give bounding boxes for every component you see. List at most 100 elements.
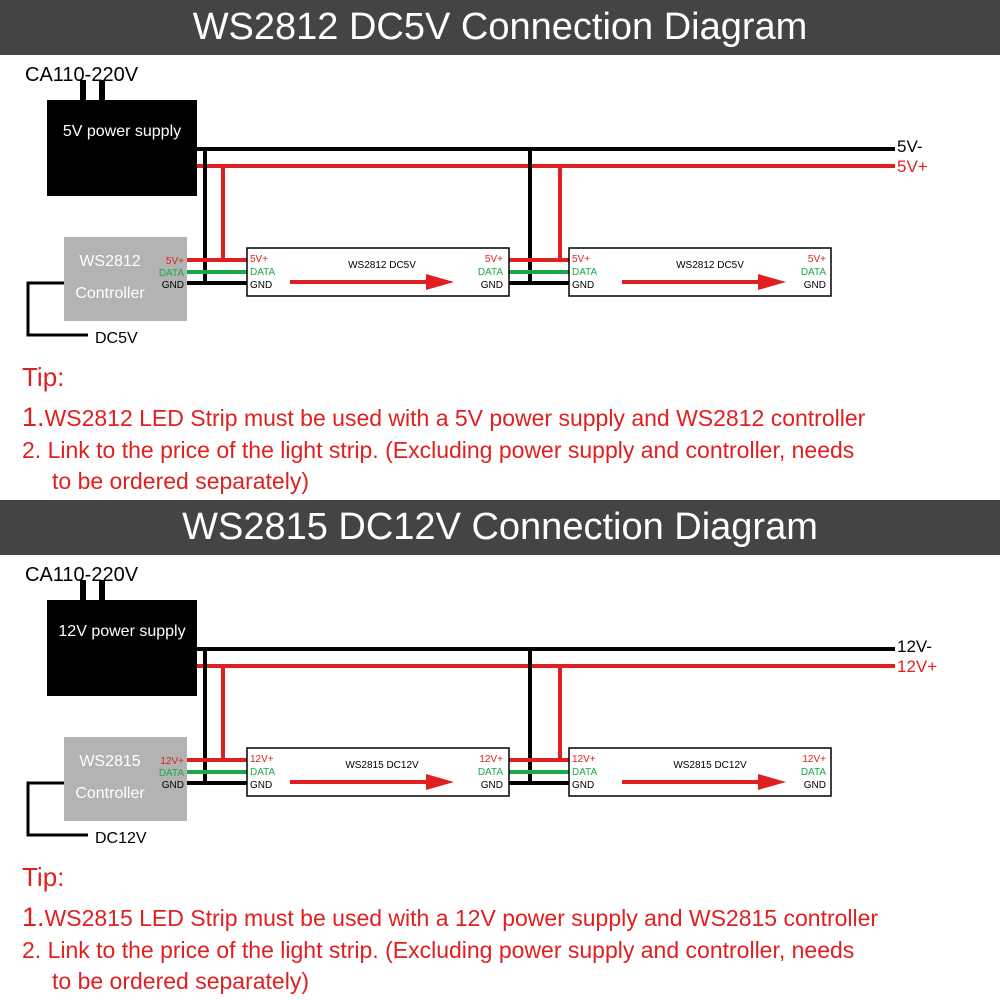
strip-2-out-positive: 5V+	[808, 254, 826, 265]
controller-subtitle: Controller	[75, 285, 145, 302]
ws2815-section: WS2815 DC12V Connection Diagram CA110-22…	[0, 500, 1000, 1000]
wire-data-to-strip-2	[509, 270, 569, 274]
wire-positive-to-strip-2	[509, 258, 569, 262]
rail-negative-wire	[197, 647, 895, 651]
tip-item-1-text: WS2812 LED Strip must be used with a 5V …	[44, 405, 866, 431]
strip-2-out-data: DATA	[801, 767, 827, 778]
wire-data-to-strip-1	[187, 270, 247, 274]
strip-1-in-data: DATA	[250, 267, 276, 278]
ac-plug-prong-right	[99, 580, 105, 602]
controller-pin-ground: GND	[162, 280, 184, 291]
controller-box	[64, 737, 187, 821]
rail-positive-label: 5V+	[897, 157, 928, 176]
strip-2-in-ground: GND	[572, 780, 594, 791]
ac-input-label: CA110-220V	[25, 64, 139, 86]
wire-data-to-strip-1	[187, 770, 247, 774]
strip-1-out-positive: 5V+	[485, 254, 503, 265]
strip-2-in-data: DATA	[572, 267, 598, 278]
tip-item-1-number: 1.	[22, 902, 45, 932]
strip-2-out-data: DATA	[801, 267, 827, 278]
controller-power-label: DC5V	[95, 330, 138, 347]
ac-plug-prong-left	[80, 580, 86, 602]
strip-1-out-data: DATA	[478, 267, 504, 278]
controller-pin-positive: 5V+	[166, 256, 184, 267]
controller-name: WS2812	[79, 253, 140, 270]
drop-positive-wire	[221, 664, 225, 760]
tip-item-1-text: WS2815 LED Strip must be used with a 12V…	[44, 905, 879, 931]
rail-positive-wire	[197, 164, 895, 168]
strip-2-in-ground: GND	[572, 280, 594, 291]
strip-1-out-positive: 12V+	[479, 754, 503, 765]
strip-2-in-data: DATA	[572, 767, 598, 778]
strip-2-arrow-head	[758, 774, 786, 790]
tip-item-2-continuation: to be ordered separately)	[52, 968, 309, 994]
led-strip-1	[246, 747, 510, 797]
strip-1-label: WS2815 DC12V	[345, 760, 419, 771]
tip-title: Tip:	[22, 362, 65, 392]
strip-1-arrow-shaft	[290, 780, 428, 784]
strip-2-in-positive: 5V+	[572, 254, 590, 265]
wire-ground-to-strip-1	[187, 781, 247, 785]
led-strip-2	[568, 747, 832, 797]
wire-positive-to-strip-1	[187, 758, 247, 762]
drop-negative-wire-2	[528, 147, 532, 283]
rail-negative-wire	[197, 147, 895, 151]
controller-pin-positive: 12V+	[160, 756, 184, 767]
controller-subtitle: Controller	[75, 785, 145, 802]
power-supply-label: 12V power supply	[58, 623, 185, 640]
led-strip-2	[568, 247, 832, 297]
tip-item-1: 1.WS2815 LED Strip must be used with a 1…	[22, 902, 997, 934]
strip-1-arrow-head	[426, 274, 454, 290]
wire-positive-to-strip-1	[187, 258, 247, 262]
rail-positive-label: 12V+	[897, 657, 937, 676]
tip-item-2: 2. Link to the price of the light strip.…	[22, 437, 855, 463]
drop-negative-wire	[203, 647, 207, 783]
strip-1-in-data: DATA	[250, 767, 276, 778]
drop-positive-wire	[221, 164, 225, 260]
wire-ground-to-strip-2	[509, 281, 569, 285]
tip-item-2-continuation: to be ordered separately)	[52, 468, 309, 494]
strip-2-label: WS2815 DC12V	[673, 760, 747, 771]
controller-pin-data: DATA	[159, 768, 185, 779]
controller-power-wire	[26, 781, 88, 837]
strip-1-in-positive: 12V+	[250, 754, 274, 765]
drop-negative-wire-2	[528, 647, 532, 783]
ac-plug-prong-right	[99, 80, 105, 102]
strip-2-out-ground: GND	[804, 280, 826, 291]
wire-positive-to-strip-2	[509, 758, 569, 762]
drop-positive-wire-2	[558, 164, 562, 260]
strip-2-arrow-shaft	[622, 780, 760, 784]
controller-box	[64, 237, 187, 321]
controller-power-wire	[26, 281, 88, 337]
tip-title: Tip:	[22, 862, 65, 892]
ac-plug-prong-left	[80, 80, 86, 102]
drop-positive-wire-2	[558, 664, 562, 760]
power-supply-box	[47, 600, 197, 696]
wire-ground-to-strip-1	[187, 281, 247, 285]
diagram-title: WS2815 DC12V Connection Diagram	[0, 500, 1000, 555]
strip-1-in-ground: GND	[250, 280, 272, 291]
strip-1-out-ground: GND	[481, 780, 503, 791]
strip-1-out-ground: GND	[481, 280, 503, 291]
controller-power-label: DC12V	[95, 830, 147, 847]
controller-pin-ground: GND	[162, 780, 184, 791]
wire-data-to-strip-2	[509, 770, 569, 774]
strip-1-arrow-head	[426, 774, 454, 790]
strip-2-out-positive: 12V+	[802, 754, 826, 765]
strip-2-arrow-shaft	[622, 280, 760, 284]
tip-item-1-number: 1.	[22, 402, 45, 432]
controller-name: WS2815	[79, 753, 140, 770]
rail-negative-label: 12V-	[897, 637, 932, 656]
drop-negative-wire	[203, 147, 207, 283]
controller-pin-data: DATA	[159, 268, 185, 279]
strip-1-in-ground: GND	[250, 780, 272, 791]
power-supply-box	[47, 100, 197, 196]
power-supply-label: 5V power supply	[63, 123, 181, 140]
rail-positive-wire	[197, 664, 895, 668]
led-strip-1	[246, 247, 510, 297]
diagram-title: WS2812 DC5V Connection Diagram	[0, 0, 1000, 55]
strip-1-out-data: DATA	[478, 767, 504, 778]
connection-diagram: CA110-220V 5V power supply 5V- 5V+ WS281…	[25, 64, 928, 347]
tip-item-1: 1.WS2812 LED Strip must be used with a 5…	[22, 402, 997, 434]
strip-1-in-positive: 5V+	[250, 254, 268, 265]
